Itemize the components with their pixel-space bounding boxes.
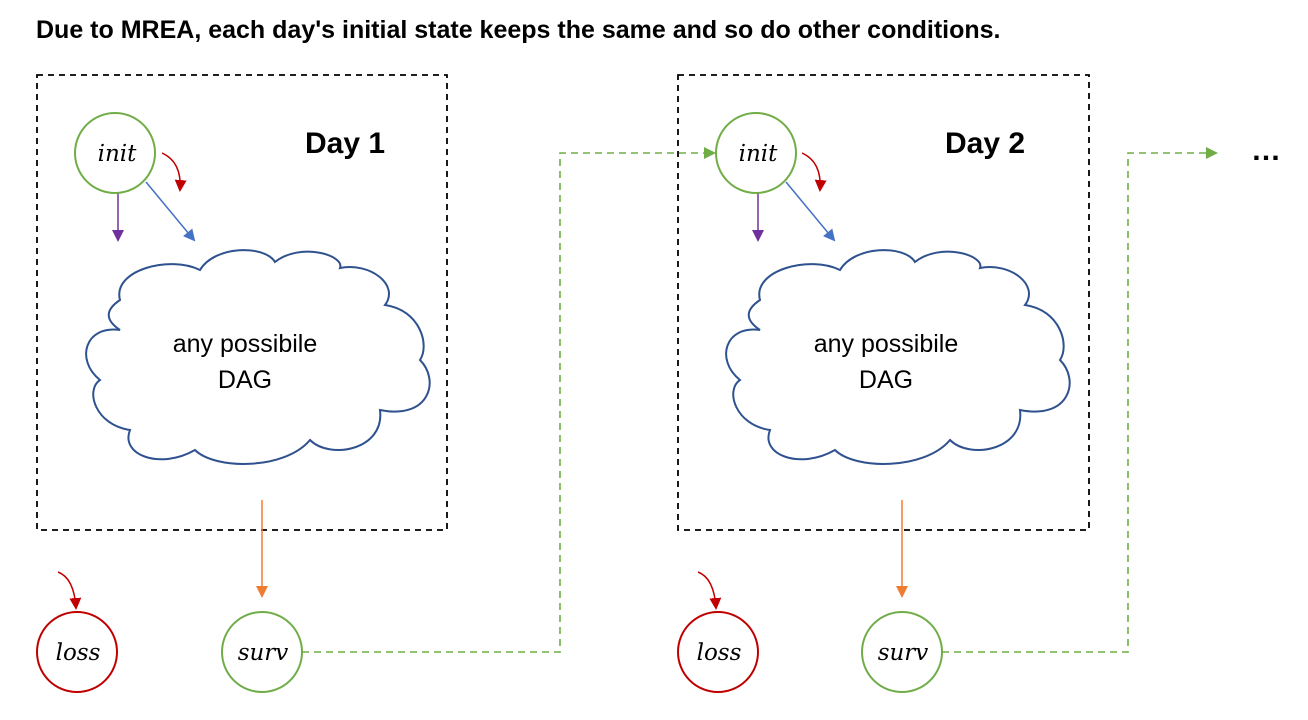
day-2-init-node: [715, 112, 797, 194]
day-2-frame: [677, 74, 1090, 531]
day-1-cloud-line-2: DAG: [218, 366, 272, 394]
day-2-title: Day 2: [945, 127, 1025, 160]
day-1-group: Day 1 init any possibile DAG loss surv: [36, 74, 448, 693]
day-2-init-self-loop-arrow: [801, 152, 827, 192]
continuation-ellipsis: …: [1251, 134, 1281, 167]
day-1-loss-self-loop-arrow: [57, 571, 82, 610]
day-1-title: Day 1: [305, 127, 385, 160]
diagram-heading: Due to MREA, each day's initial state ke…: [36, 16, 1001, 44]
day-2-cloud-line-2: DAG: [859, 366, 913, 394]
day-2-cloud-line-1: any possibile: [814, 330, 959, 358]
day-1-cloud-line-1: any possibile: [173, 330, 318, 358]
day-1-frame: [36, 74, 448, 531]
day-2-loss-node: [677, 611, 759, 693]
day-2-group: Day 2 init any possibile DAG loss surv: [677, 74, 1090, 693]
day-1-init-label: init: [98, 141, 138, 167]
day-1-loss-label: loss: [56, 640, 101, 666]
day-1-to-day-2-connector: [302, 147, 716, 653]
day-2-surv-label: surv: [878, 640, 929, 666]
day-2-init-blue-arrow: [785, 181, 836, 242]
day-2-loss-self-loop-arrow: [697, 571, 722, 610]
day-1-surv-label: surv: [238, 640, 289, 666]
day-1-init-self-loop-arrow: [161, 152, 187, 192]
day-1-loss-node: [36, 611, 118, 693]
day-1-init-blue-arrow: [145, 181, 196, 242]
day-2-to-next-connector: [942, 147, 1218, 653]
day-2-init-label: init: [739, 141, 779, 167]
day-2-loss-label: loss: [697, 640, 742, 666]
day-1-init-node: [74, 112, 156, 194]
